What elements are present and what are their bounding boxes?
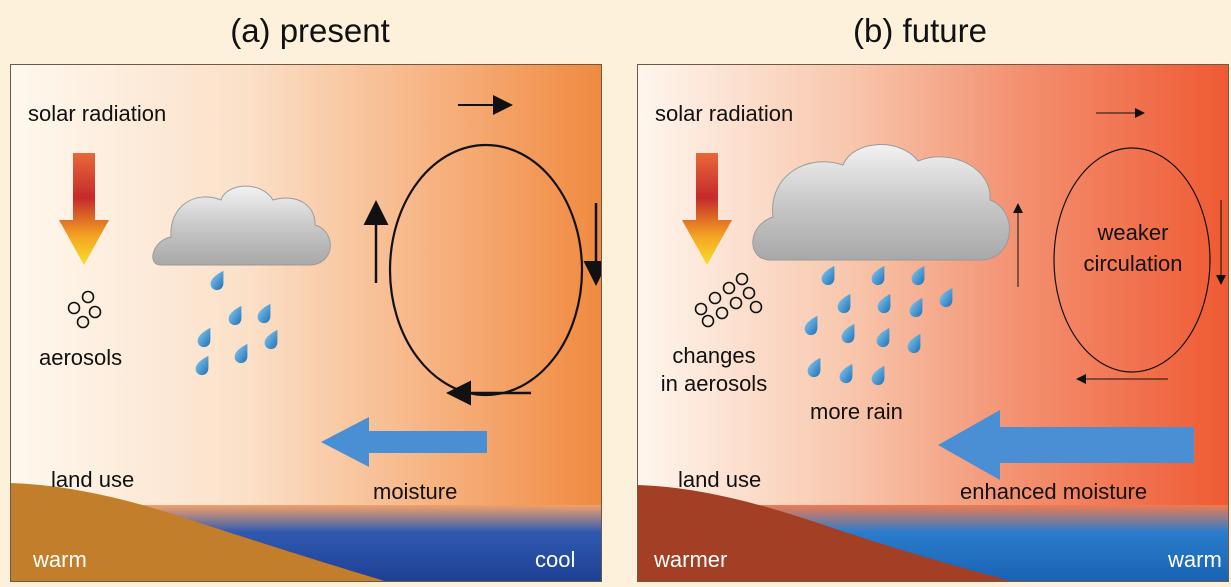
circulation-loop [1053, 147, 1211, 373]
aerosols-label-line2: in aerosols [660, 371, 768, 396]
moisture-arrow [321, 417, 487, 467]
sea-temperature-label: cool [535, 547, 576, 572]
cloud [752, 144, 1010, 261]
land-use-label: land use [51, 467, 135, 492]
land [638, 485, 1011, 581]
panel-future: solar radiation changes in aerosols more… [637, 64, 1229, 582]
solar-radiation-arrow [59, 153, 109, 265]
land [11, 483, 385, 581]
panel-future-graphics [638, 108, 1228, 581]
sea-temperature-label: warm [1168, 547, 1222, 572]
rain-drops [195, 270, 278, 376]
solar-radiation-label: solar radiation [28, 101, 167, 126]
panel-present: solar radiation aerosols land use moistu… [10, 64, 602, 582]
rain-drops [804, 265, 953, 386]
land-temperature-label: warm [33, 547, 87, 572]
panel-a-title: (a) present [230, 12, 390, 49]
solar-radiation-arrow [682, 153, 732, 265]
circulation-loop [388, 143, 584, 397]
aerosol-particles [67, 290, 102, 329]
moisture-label: moisture [373, 479, 458, 504]
aerosols-label: aerosols [39, 345, 123, 370]
moisture-arrow [938, 410, 1194, 480]
panel-present-graphics [11, 95, 601, 581]
more-rain-label: more rain [810, 399, 903, 424]
circulation-label-line1: weaker [1097, 220, 1169, 245]
circulation-label-line2: circulation [1083, 251, 1183, 276]
solar-radiation-label: solar radiation [655, 101, 794, 126]
land-use-label: land use [678, 467, 762, 492]
land-temperature-label: warmer [654, 547, 728, 572]
cloud [152, 185, 331, 266]
panel-b-title: (b) future [853, 12, 987, 49]
moisture-label: enhanced moisture [960, 479, 1148, 504]
aerosols-label-line1: changes [672, 343, 756, 368]
aerosol-particles [694, 272, 763, 328]
